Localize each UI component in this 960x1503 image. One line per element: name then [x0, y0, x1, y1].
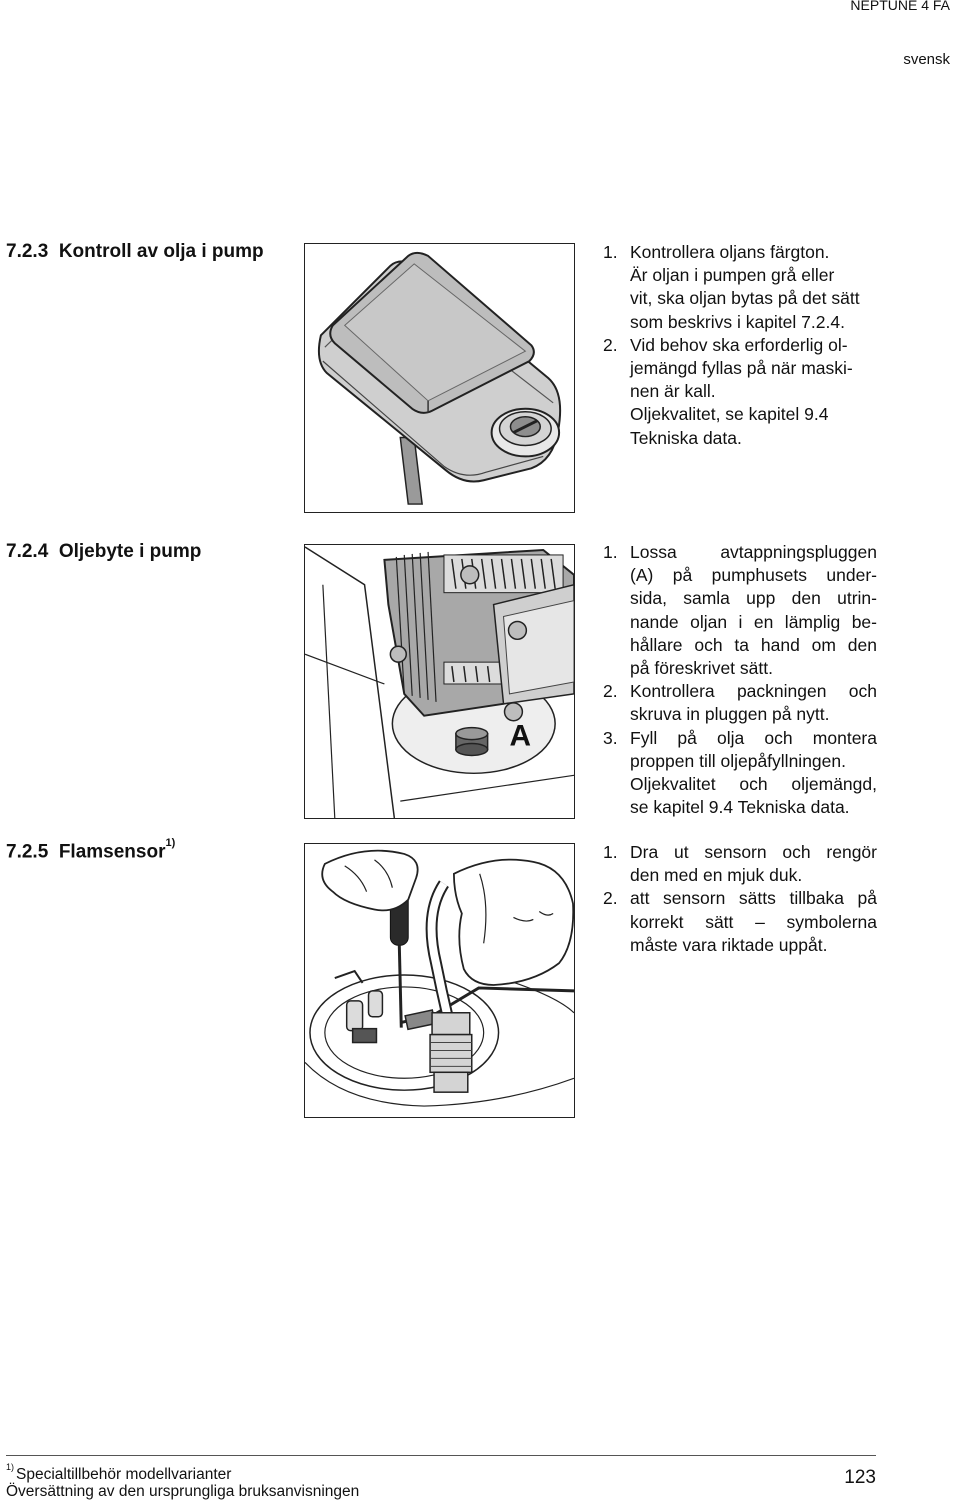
section-title-7-2-4: 7.2.4 Oljebyte i pump	[6, 541, 201, 563]
step-item: 2. att sensorn sätts tillbaka på korrekt…	[603, 887, 877, 957]
step-item: 1. Lossa avtappningspluggen (A) på pumph…	[603, 541, 877, 680]
header-language: svensk	[903, 51, 950, 68]
step-line: nen är kall.	[630, 381, 716, 402]
step-number: 2.	[603, 888, 618, 909]
section-title-7-2-5: 7.2.5 Flamsensor1)	[6, 837, 175, 863]
step-line: nande oljan i en lämplig be-	[630, 611, 877, 632]
note-line: Oljekvalitet, se kapitel 9.4	[630, 404, 829, 425]
steps-7-2-5: 1. Dra ut sensorn och rengör den med en …	[603, 841, 877, 957]
step-line: hållare och ta hand om den	[630, 634, 877, 655]
step-line: skruva in pluggen på nytt.	[630, 704, 830, 725]
figure-label-a: A	[509, 720, 531, 753]
step-line: den med en mjuk duk.	[630, 865, 803, 886]
translation-note: Översättning av den ursprungliga bruksan…	[6, 1483, 360, 1500]
pump-drain-plug-illustration: A	[304, 544, 575, 819]
section-heading: Kontroll av olja i pump	[58, 241, 264, 262]
flame-sensor-illustration	[304, 843, 575, 1118]
section-number: 7.2.5	[6, 841, 49, 863]
step-line: Lossa avtappningspluggen	[630, 542, 877, 562]
step-item: 2. Kontrollera packningen och skruva in …	[603, 680, 877, 726]
step-number: 1.	[603, 242, 618, 262]
header-product: NEPTUNE 4 FA	[850, 0, 950, 13]
step-number: 1.	[603, 542, 618, 562]
step-item: 1. Dra ut sensorn och rengör den med en …	[603, 841, 877, 887]
step-line: Kontrollera oljans färgton.	[630, 242, 830, 262]
step-line: Oljekvalitet och oljemängd,	[630, 774, 877, 795]
step-line: korrekt sätt – symbolerna	[630, 911, 877, 932]
section-number: 7.2.3	[6, 241, 49, 262]
step-number: 2.	[603, 334, 618, 355]
step-line: måste vara riktade uppåt.	[630, 934, 828, 955]
footnote-mark: 1)	[6, 1462, 15, 1472]
step-line: Fyll på olja och montera	[630, 727, 877, 748]
step-line: att sensorn sätts tillbaka på	[630, 888, 877, 909]
step-line: se kapitel 9.4 Tekniska data.	[630, 797, 850, 818]
section-number: 7.2.4	[6, 541, 49, 562]
steps-7-2-3: 1. Kontrollera oljans färgton. Är oljan …	[603, 241, 877, 450]
step-number: 1.	[603, 842, 618, 862]
step-item: 3. Fyll på olja och montera proppen till…	[603, 727, 877, 820]
step-number: 2.	[603, 681, 618, 702]
step-line: Är oljan i pumpen grå eller	[630, 265, 835, 286]
step-line: Kontrollera packningen och	[630, 681, 877, 702]
steps-7-2-4: 1. Lossa avtappningspluggen (A) på pumph…	[603, 541, 877, 819]
page-number: 123	[844, 1467, 876, 1488]
note-line: Tekniska data.	[630, 427, 742, 448]
step-line: Vid behov ska erforderlig ol-	[630, 334, 848, 355]
step-line: jemängd fyllas på när maski-	[630, 358, 853, 379]
step-number: 3.	[603, 727, 618, 748]
step-line: Dra ut sensorn och rengör	[630, 842, 877, 862]
section-heading: Flamsensor	[58, 841, 166, 863]
step-line: proppen till oljepåfyllningen.	[630, 750, 846, 771]
step-line: som beskrivs i kapitel 7.2.4.	[630, 311, 845, 332]
pump-icon: A	[305, 546, 574, 818]
step-item: 1. Kontrollera oljans färgton. Är oljan …	[603, 241, 877, 334]
step-line: vit, ska oljan bytas på det sätt	[630, 288, 860, 309]
footnote-text: Specialtillbehör modellvarianter	[16, 1466, 232, 1484]
step-item: 2. Vid behov ska erforderlig ol- jemängd…	[603, 334, 877, 404]
step-line: sida, samla upp den utrin-	[630, 588, 877, 609]
step-line: på föreskrivet sätt.	[630, 658, 773, 679]
step-line: (A) på pumphusets under-	[630, 565, 877, 586]
footnote-ref: 1)	[165, 837, 176, 849]
section-heading: Oljebyte i pump	[58, 541, 202, 562]
flame-sensor-icon	[305, 849, 574, 1107]
oil-tank-illustration	[304, 243, 575, 513]
section-title-7-2-3: 7.2.3 Kontroll av olja i pump	[6, 241, 264, 263]
footnote: 1)Specialtillbehör modellvarianter	[6, 1462, 232, 1484]
oil-tank-icon	[317, 251, 562, 505]
step-note: Oljekvalitet, se kapitel 9.4 Tekniska da…	[603, 403, 877, 449]
footer-divider	[6, 1455, 876, 1456]
